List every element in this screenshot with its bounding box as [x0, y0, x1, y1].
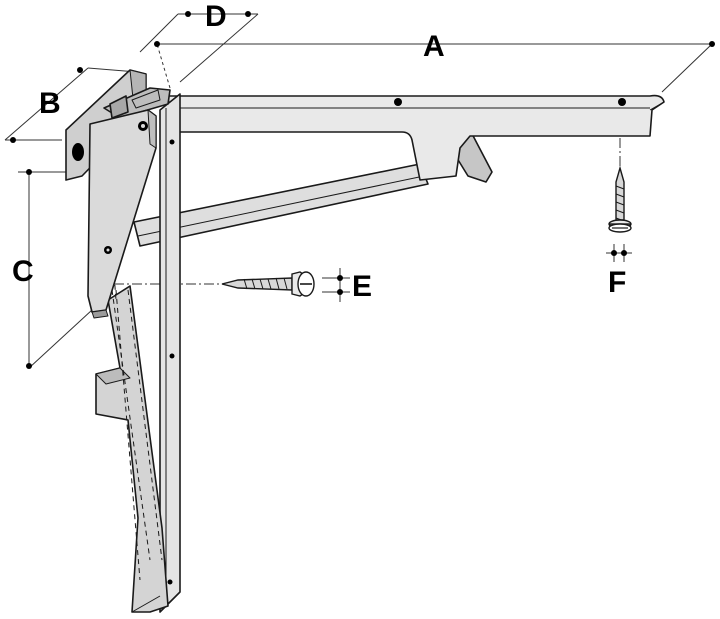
dimension-label-d: D: [205, 0, 227, 33]
dimension-dots: [10, 11, 715, 369]
dimension-lines: [4, 13, 713, 369]
side-plate: [87, 109, 157, 313]
dimension-label-f: F: [608, 266, 626, 299]
vertical-screw: [608, 165, 632, 233]
horizontal-arm: [167, 94, 665, 181]
dimension-label-b: B: [39, 87, 61, 120]
dimension-label-c: C: [12, 255, 34, 288]
diagonal-brace: [133, 163, 429, 247]
folding-lever: [95, 285, 169, 613]
mounting-hole: [72, 143, 84, 161]
dimension-label-e: E: [352, 270, 372, 303]
vertical-post: [159, 93, 181, 613]
bracket: [65, 69, 665, 613]
horizontal-screw: [221, 271, 315, 297]
dimension-label-a: A: [423, 30, 445, 63]
